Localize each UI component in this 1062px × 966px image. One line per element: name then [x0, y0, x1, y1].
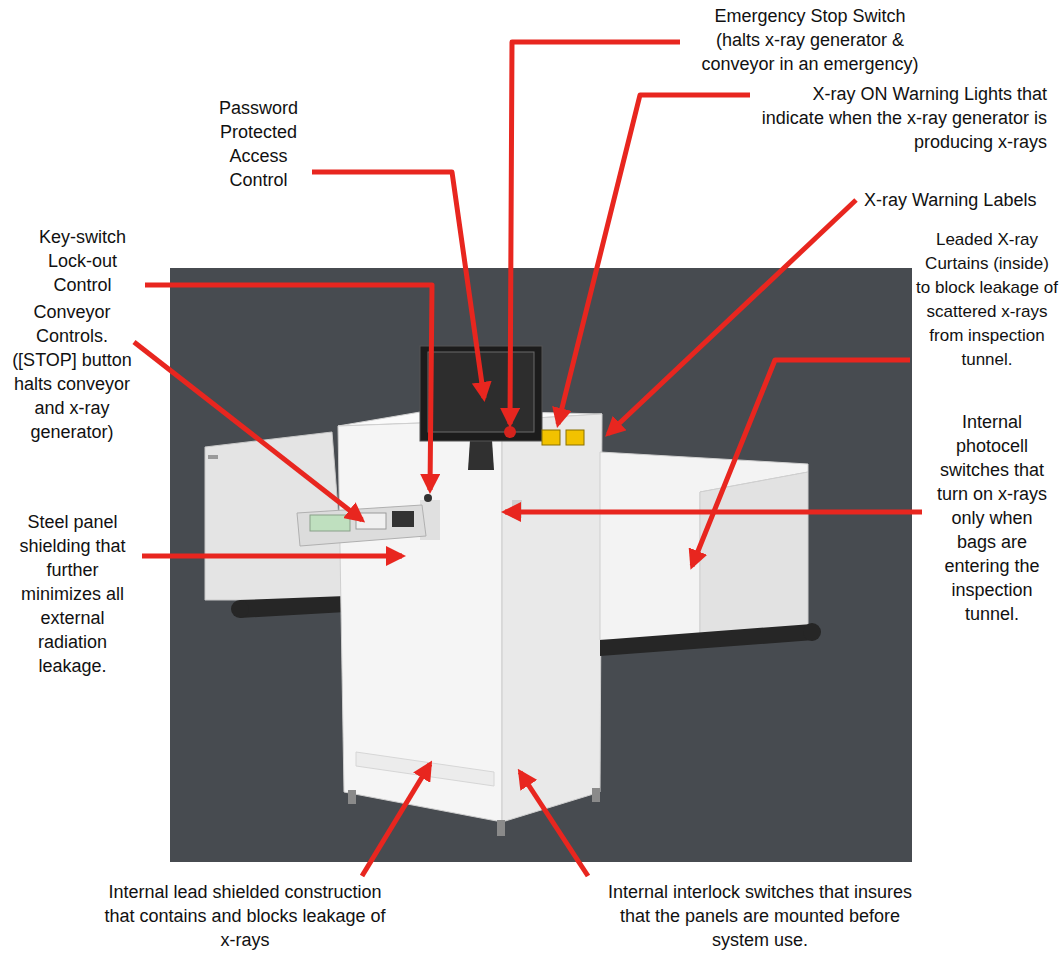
conveyor-roller: [231, 600, 249, 618]
monitor-stand: [468, 440, 494, 470]
leader-arrow: [134, 342, 362, 520]
callout-label: Password Protected Access Control: [211, 96, 306, 192]
right-hood-side: [700, 472, 808, 640]
leader-arrow: [510, 42, 680, 424]
door-handle: [512, 500, 522, 518]
callout-label: Internal photocell switches that turn on…: [930, 410, 1054, 626]
key-switch: [424, 494, 432, 502]
callout-label: Internal lead shielded construction that…: [95, 880, 395, 952]
right-conveyor: [600, 624, 814, 656]
foot: [592, 788, 600, 802]
callout-label: Key-switch Lock-out Control: [25, 225, 140, 297]
control-keys: [392, 511, 414, 527]
body-side: [502, 414, 602, 822]
body-front: [338, 420, 502, 822]
callout-label: Conveyor Controls. ([STOP] button halts …: [12, 300, 132, 444]
leader-arrow: [142, 554, 402, 559]
warning-light: [542, 430, 560, 445]
left-conveyor: [240, 596, 346, 618]
foot: [497, 820, 505, 836]
foot: [348, 790, 356, 804]
emergency-button: [504, 426, 516, 438]
warning-light: [566, 430, 584, 445]
leader-arrow: [145, 285, 432, 490]
conveyor-roller: [803, 623, 821, 641]
control-panel: [297, 505, 426, 546]
leader-arrow: [608, 200, 856, 434]
leader-arrow: [558, 95, 750, 424]
leader-arrow: [362, 764, 430, 876]
callout-label: X-ray Warning Labels: [864, 188, 1058, 212]
right-hood: [600, 452, 808, 640]
callout-label: Steel panel shielding that further minim…: [10, 510, 135, 678]
callout-label: Emergency Stop Switch (halts x-ray gener…: [690, 4, 930, 76]
leader-arrow: [692, 360, 910, 566]
leader-arrow: [520, 772, 588, 876]
photo-background: [170, 268, 912, 862]
callout-label: Internal interlock switches that insures…: [600, 880, 920, 952]
callout-label: X-ray ON Warning Lights that indicate wh…: [757, 82, 1047, 154]
keypad: [310, 515, 350, 531]
callout-label: Leaded X-ray Curtains (inside) to block …: [916, 228, 1058, 372]
body-edge: [502, 420, 503, 822]
hood-detail: [208, 455, 218, 459]
leader-arrow: [505, 510, 922, 515]
